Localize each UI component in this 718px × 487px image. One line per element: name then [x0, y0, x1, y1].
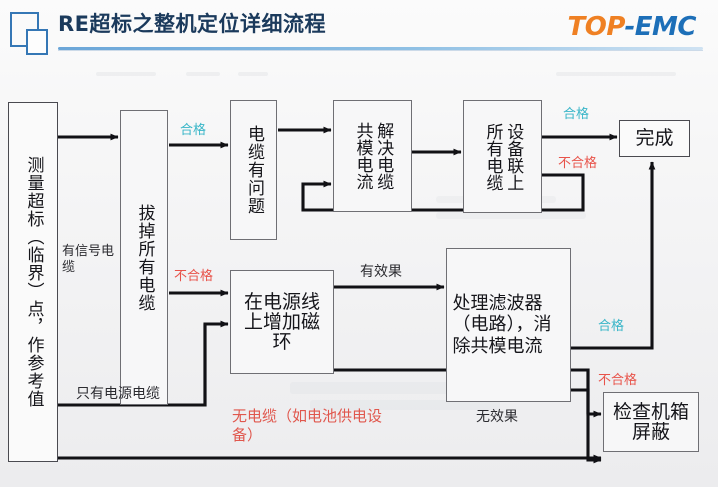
cable-problem-node-label: 电缆有问题	[244, 125, 265, 215]
unplug-all-cables-node-label: 拔掉所有电缆	[134, 203, 155, 312]
handle-filter-node-label: 处理滤波器（电路），消除共模电流	[452, 293, 552, 357]
add-ferrite-core-node-label: 在电源线上增加磁环	[243, 290, 320, 354]
edge-label-power-cable-only: 只有电源电缆	[76, 386, 160, 402]
flowchart: 测量超标（临界）点，作参考值 拔掉所有电缆 电缆有问题 解决电缆 共模电流 设备…	[0, 62, 718, 487]
handle-filter-node[interactable]: 处理滤波器（电路），消除共模电流	[446, 248, 571, 402]
finish-node[interactable]: 完成	[619, 120, 690, 157]
page-title: RE超标之整机定位详细流程	[58, 12, 327, 36]
connect-all-cables-node[interactable]: 设备联上 所有电缆	[463, 100, 542, 213]
edge-label-pass-2: 合格	[563, 107, 590, 122]
edge-label-fail-2: 不合格	[558, 156, 598, 171]
brand-logo-emc: -EMC	[624, 12, 696, 42]
documents-icon	[8, 12, 52, 56]
edge-label-no-cable: 无电缆（如电池供电设备）	[232, 407, 383, 444]
edge-label-effective: 有效果	[360, 264, 402, 280]
edge-label-no-effect: 无效果	[476, 409, 518, 425]
check-chassis-shield-node[interactable]: 检查机箱屏蔽	[603, 392, 699, 452]
edge-label-pass-1: 合格	[180, 123, 207, 138]
check-chassis-shield-node-label: 检查机箱屏蔽	[612, 400, 689, 443]
solve-cable-common-mode-node[interactable]: 解决电缆 共模电流	[333, 100, 412, 212]
solve-cable-common-mode-node-label-right: 解决电缆	[373, 122, 394, 190]
brand-logo-top: TOP	[567, 12, 625, 42]
measure-over-limit-node[interactable]: 测量超标（临界）点，作参考值	[8, 102, 58, 462]
connect-all-cables-node-label-left: 所有电缆	[482, 122, 503, 191]
edge-label-pass-3: 合格	[598, 319, 625, 334]
brand-logo: TOP-EMC	[567, 12, 697, 42]
header-divider-shadow	[58, 50, 703, 51]
add-ferrite-core-node[interactable]: 在电源线上增加磁环	[230, 270, 334, 374]
connect-all-cables-node-label-right: 设备联上	[503, 122, 524, 191]
edge-label-fail-3: 不合格	[598, 373, 638, 388]
flowchart-connectors	[58, 126, 656, 464]
cable-problem-node[interactable]: 电缆有问题	[230, 100, 277, 240]
finish-node-label: 完成	[635, 127, 674, 150]
edge-label-has-signal-cable: 有信号电缆	[62, 244, 115, 276]
header-divider	[58, 47, 703, 50]
solve-cable-common-mode-node-label-left: 共模电流	[352, 122, 373, 190]
edge-label-fail-1: 不合格	[174, 269, 214, 284]
unplug-all-cables-node[interactable]: 拔掉所有电缆	[120, 110, 168, 405]
measure-over-limit-node-label: 测量超标（临界）点，作参考值	[23, 156, 44, 408]
slide-header: RE超标之整机定位详细流程 TOP-EMC	[0, 0, 718, 62]
